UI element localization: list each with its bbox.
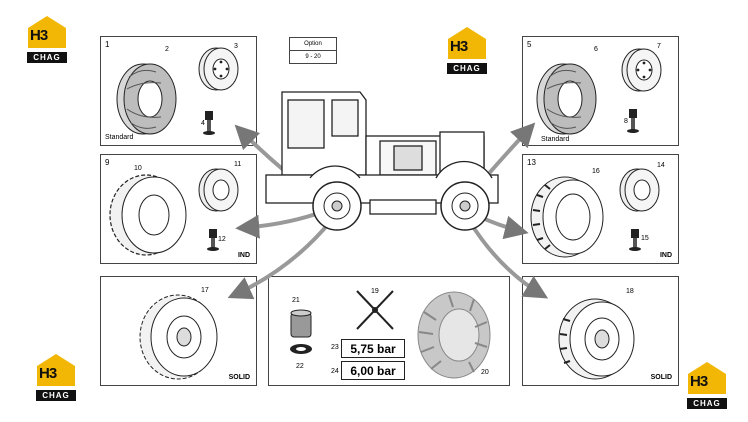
panel-standard-rear: 5 6 7 8 Standard xyxy=(522,36,679,146)
valve-icon xyxy=(203,111,215,135)
tire-icon xyxy=(109,174,187,256)
brand-logo: H3 CHAG xyxy=(445,25,489,75)
rim-icon xyxy=(621,48,662,92)
brand-logo: H3 CHAG xyxy=(25,14,69,64)
panel-standard-front: 1 2 3 4 Standard xyxy=(100,36,257,146)
valve-icon xyxy=(207,229,219,251)
callout-valve: 15 xyxy=(641,235,649,242)
callout-tire: 2 xyxy=(165,46,169,53)
callout-rim: 3 xyxy=(234,43,238,50)
logo-brand-text: H3 xyxy=(30,27,48,44)
callout-ring: 22 xyxy=(296,363,304,370)
panel-accessories: 21 22 19 23 24 20 5,75 bar 6,00 bar xyxy=(268,276,510,386)
panel-solid-rear: 18 SOLID xyxy=(522,276,679,386)
valve-icon xyxy=(629,229,641,251)
panel-number: 5 xyxy=(527,40,532,49)
logo-roof-icon xyxy=(28,16,66,48)
panel-industrial-front: 9 10 11 12 IND xyxy=(100,154,257,264)
logo-sub-text: CHAG xyxy=(36,390,76,401)
tire-chain-icon xyxy=(417,291,491,379)
logo-brand-text: H3 xyxy=(690,373,708,390)
option-range: 9 - 20 xyxy=(305,54,321,60)
ring-icon xyxy=(290,344,312,354)
panel-corner-label: IND xyxy=(659,252,672,259)
front-wheel xyxy=(312,181,362,231)
callout-tire: 17 xyxy=(201,287,209,294)
callout-wrench: 19 xyxy=(371,288,379,295)
logo-roof-icon xyxy=(448,27,486,59)
panel-number: 9 xyxy=(105,158,110,167)
logo-roof-icon xyxy=(37,354,75,386)
panel-note: Standard xyxy=(105,134,134,141)
rim-icon xyxy=(619,168,660,212)
tire-icon xyxy=(536,63,597,135)
tire-icon xyxy=(530,176,604,258)
rim-icon xyxy=(198,47,239,91)
option-box: Option 9 - 20 xyxy=(289,37,337,64)
callout-valve: 8 xyxy=(624,118,628,125)
panel-solid-front: 17 SOLID xyxy=(100,276,257,386)
callout-pressure-1: 23 xyxy=(331,344,339,351)
callout-valve: 4 xyxy=(201,120,205,127)
callout-rim: 14 xyxy=(657,162,665,169)
panel-industrial-rear: 13 16 14 15 IND xyxy=(522,154,679,264)
logo-roof-icon xyxy=(688,362,726,394)
panel-number: 13 xyxy=(527,158,536,167)
tube-icon xyxy=(290,309,312,338)
callout-chain: 20 xyxy=(481,369,489,376)
wrench-icon xyxy=(356,290,394,330)
logo-brand-text: H3 xyxy=(39,365,57,382)
callout-tire: 16 xyxy=(592,168,600,175)
option-label: Option xyxy=(290,38,336,51)
callout-pressure-2: 24 xyxy=(331,368,339,375)
callout-tire: 18 xyxy=(626,288,634,295)
panel-number: 1 xyxy=(105,40,110,49)
rear-wheel xyxy=(440,181,490,231)
pressure-value-2: 6,00 bar xyxy=(341,361,405,380)
callout-tube: 21 xyxy=(292,297,300,304)
panel-corner-label: SOLID xyxy=(228,374,250,381)
arrow-to-panel-9 xyxy=(235,210,323,239)
rim-icon xyxy=(198,168,239,212)
callout-rim: 7 xyxy=(657,43,661,50)
tire-icon xyxy=(558,298,635,380)
tire-icon xyxy=(139,294,218,380)
panel-corner-label: SOLID xyxy=(650,374,672,381)
panel-note: Standard xyxy=(541,136,570,143)
brand-logo: H3 CHAG xyxy=(34,352,78,402)
logo-sub-text: CHAG xyxy=(447,63,487,74)
logo-sub-text: CHAG xyxy=(687,398,727,409)
callout-tire: 10 xyxy=(134,165,142,172)
callout-tire: 6 xyxy=(594,46,598,53)
logo-sub-text: CHAG xyxy=(27,52,67,63)
arrow-to-solid-rear xyxy=(468,220,549,299)
pressure-value-1: 5,75 bar xyxy=(341,339,405,358)
callout-rim: 11 xyxy=(234,161,242,168)
valve-icon xyxy=(627,109,639,133)
logo-brand-text: H3 xyxy=(450,38,468,55)
tire-icon xyxy=(116,63,177,135)
panel-corner-label: IND xyxy=(237,252,250,259)
arrow-to-solid-front xyxy=(227,220,332,300)
brand-logo: H3 CHAG xyxy=(685,360,729,410)
callout-valve: 12 xyxy=(218,236,226,243)
